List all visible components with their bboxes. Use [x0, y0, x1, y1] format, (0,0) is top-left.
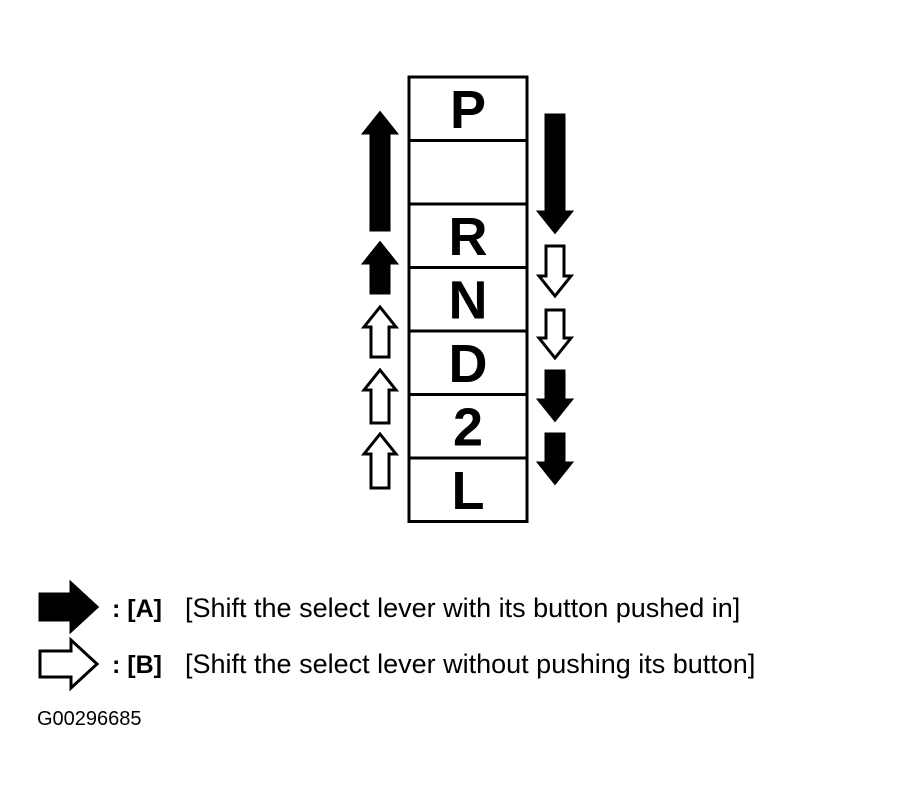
gear-label-l: L	[452, 461, 485, 521]
upshift-arrows	[360, 110, 400, 490]
gear-label-n: N	[449, 270, 488, 330]
legend-item-b: : [B] [Shift the select lever without pu…	[38, 636, 755, 692]
gear-label-d: D	[449, 334, 488, 394]
gear-label-r: R	[449, 207, 488, 267]
up-arrow-outline-icon	[360, 367, 400, 425]
up-arrow-outline-icon	[360, 431, 400, 490]
long-down-arrow-icon	[535, 113, 575, 235]
legend-text-b: [Shift the select lever without pushing …	[185, 649, 755, 679]
up-arrow-icon	[360, 240, 400, 295]
gear-label-p: P	[450, 80, 486, 140]
down-arrow-outline-icon	[535, 308, 575, 361]
down-arrow-icon	[535, 369, 575, 423]
legend: : [A] [Shift the select lever with its b…	[38, 579, 755, 692]
outline-right-arrow-icon	[38, 636, 100, 692]
legend-key-a: : [A]	[112, 595, 162, 623]
gate-cell	[407, 329, 529, 396]
legend-item-a: : [A] [Shift the select lever with its b…	[38, 579, 740, 635]
long-up-arrow-icon	[360, 110, 400, 232]
solid-right-arrow-icon	[38, 579, 100, 635]
figure-code: G00296685	[37, 708, 142, 730]
gear-label-2: 2	[453, 397, 483, 457]
gate-cell	[407, 139, 529, 206]
up-arrow-outline-icon	[360, 304, 400, 359]
down-arrow-icon	[535, 432, 575, 486]
downshift-arrows	[535, 113, 575, 486]
legend-text-a: [Shift the select lever with its button …	[185, 593, 740, 623]
legend-key-b: : [B]	[112, 651, 162, 679]
gate-cell	[407, 75, 529, 142]
down-arrow-outline-icon	[535, 244, 575, 299]
gate-cell	[407, 456, 529, 523]
